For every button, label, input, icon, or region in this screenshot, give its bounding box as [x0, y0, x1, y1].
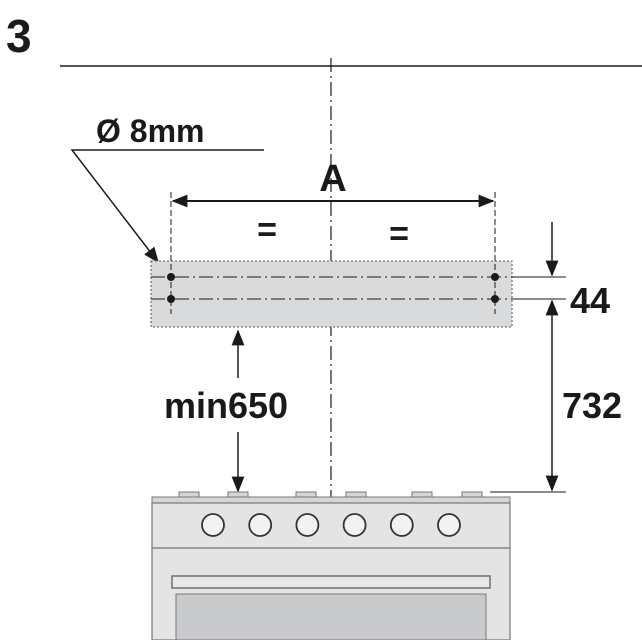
cooker	[151, 491, 511, 640]
bracket-height-label: 732	[562, 385, 622, 426]
pan-support	[178, 491, 200, 498]
control-knob	[201, 513, 225, 537]
pan-support	[461, 491, 483, 498]
equal-left-label: =	[257, 211, 277, 249]
hole-spacing-label: 44	[570, 280, 610, 321]
equal-right-label: =	[389, 215, 409, 253]
control-knob	[295, 513, 320, 537]
oven-window	[175, 593, 487, 640]
pan-support	[345, 491, 367, 498]
control-knob	[248, 513, 273, 537]
knob-row	[201, 513, 461, 537]
diameter-leader-arrow	[70, 149, 264, 264]
cooktop-plate	[151, 496, 511, 504]
hole-top-left	[167, 273, 175, 281]
pan-support	[295, 491, 317, 498]
step-number: 3	[6, 10, 32, 62]
mounting-bracket-zone	[150, 260, 513, 328]
control-knob	[437, 513, 461, 537]
hole-bottom-left	[167, 295, 175, 303]
width-label: A	[319, 158, 346, 200]
control-knob	[342, 513, 367, 537]
hole-bottom-right	[491, 295, 499, 303]
hole-diameter-label: Ø 8mm	[96, 113, 204, 149]
pan-support	[227, 491, 249, 498]
control-knob	[389, 513, 414, 537]
hole-top-right	[491, 273, 499, 281]
pan-support	[411, 491, 433, 498]
oven-door-handle	[171, 575, 491, 589]
min-clearance-label: min650	[164, 385, 288, 426]
